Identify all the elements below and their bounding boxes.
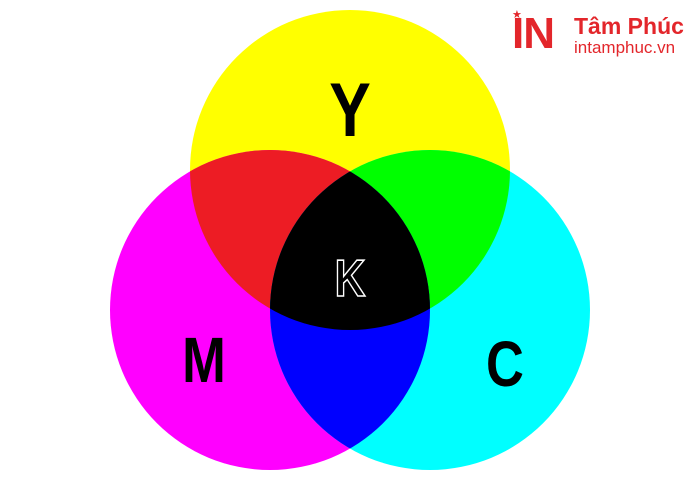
black-center-region [270, 150, 430, 330]
label-magenta: M [182, 325, 226, 396]
logo-name: Tâm Phúc [574, 13, 684, 39]
logo-url: intamphuc.vn [574, 38, 676, 57]
label-cyan: C [486, 329, 524, 400]
logo-mark: IN [512, 9, 555, 58]
brand-logo: ★ IN Tâm Phúc intamphuc.vn [512, 9, 697, 60]
star-icon: ★ [512, 9, 522, 21]
label-key-black: K [335, 250, 366, 308]
label-yellow: Y [329, 67, 371, 152]
